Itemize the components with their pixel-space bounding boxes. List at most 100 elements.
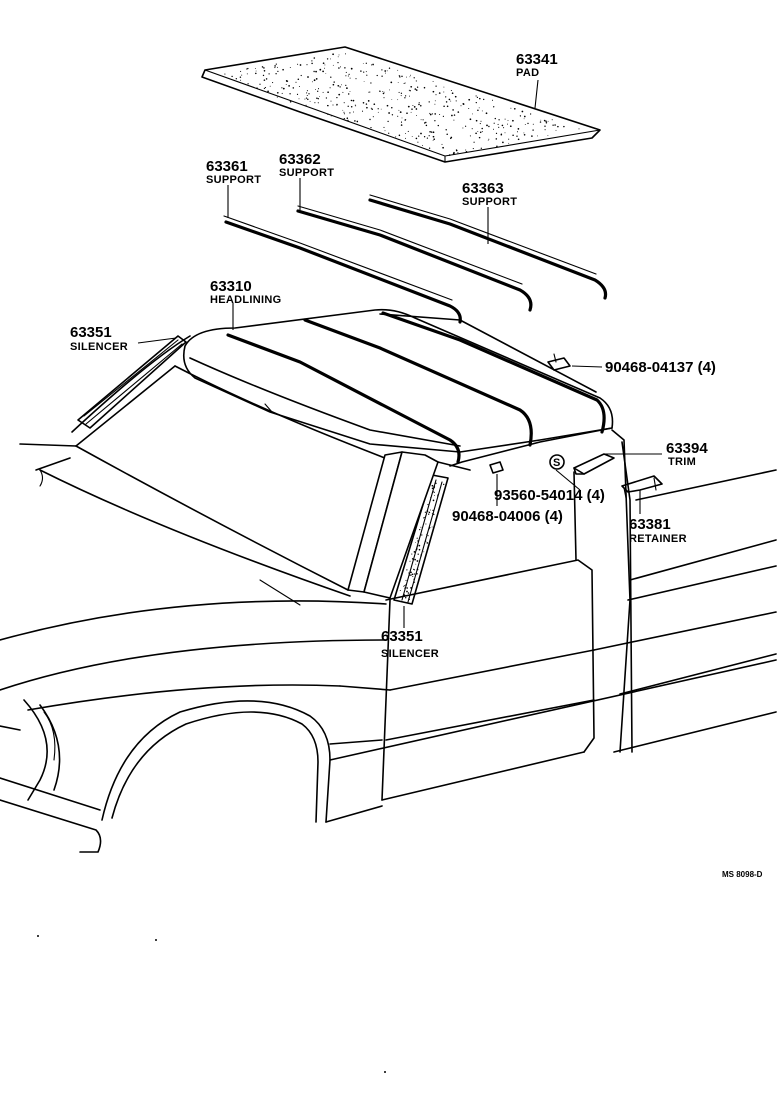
- stipple-dot: [417, 540, 419, 542]
- stipple-dot: [404, 596, 407, 599]
- stipple-dot: [343, 118, 345, 120]
- stipple-dot: [493, 106, 495, 108]
- stipple-dot: [377, 108, 379, 110]
- stipple-dot: [451, 114, 453, 117]
- pad-name: PAD: [516, 67, 539, 79]
- stipple-dot: [289, 67, 291, 68]
- stipple-dot: [370, 107, 372, 109]
- stipple-dot: [431, 526, 433, 528]
- stipple-dot: [385, 72, 386, 74]
- stipple-dot: [409, 95, 410, 97]
- stipple-dot: [327, 105, 328, 106]
- stipple-dot: [400, 92, 403, 94]
- stipple-dot: [426, 137, 429, 139]
- stipple-dot: [311, 81, 313, 83]
- stipple-dot: [347, 93, 350, 95]
- speck-3: [384, 1071, 386, 1073]
- support-right-number: 63363: [462, 180, 504, 197]
- stipple-dot: [512, 119, 514, 122]
- stipple-dot: [418, 548, 421, 551]
- stipple-dot: [382, 92, 385, 95]
- stipple-dot: [472, 148, 474, 150]
- stipple-dot: [427, 504, 429, 506]
- stipple-dot: [523, 115, 526, 118]
- stipple-dot: [544, 129, 546, 131]
- stipple-dot: [433, 513, 435, 516]
- stipple-dot: [428, 101, 430, 103]
- stipple-dot: [305, 104, 307, 106]
- stipple-dot: [408, 89, 410, 91]
- stipple-dot: [304, 98, 306, 100]
- stipple-dot: [365, 71, 367, 73]
- stipple-dot: [428, 147, 431, 149]
- silencer-upper-number: 63351: [70, 324, 112, 341]
- stipple-dot: [413, 569, 415, 571]
- stipple-dot: [460, 105, 462, 107]
- stipple-dot: [414, 558, 416, 561]
- stipple-dot: [464, 125, 467, 127]
- stipple-dot: [428, 513, 430, 515]
- stipple-dot: [429, 113, 432, 116]
- stipple-dot: [369, 91, 371, 93]
- stipple-dot: [350, 105, 353, 108]
- stipple-dot: [365, 103, 368, 105]
- stipple-dot: [532, 129, 534, 131]
- stipple-dot: [413, 106, 416, 108]
- stipple-dot: [346, 87, 348, 89]
- stipple-dot: [403, 82, 405, 85]
- stipple-dot: [409, 596, 410, 598]
- stipple-dot: [500, 133, 503, 135]
- stipple-dot: [255, 72, 257, 75]
- stipple-dot: [339, 86, 341, 88]
- stipple-dot: [517, 128, 520, 130]
- stipple-dot: [342, 109, 344, 111]
- stipple-dot: [274, 65, 276, 67]
- stipple-dot: [345, 75, 347, 77]
- stipple-dot: [446, 105, 449, 108]
- stipple-dot: [413, 573, 416, 575]
- stipple-dot: [369, 118, 371, 121]
- stipple-dot: [416, 560, 419, 562]
- stipple-dot: [240, 79, 242, 81]
- stipple-dot: [263, 87, 266, 90]
- stipple-dot: [397, 69, 399, 71]
- stipple-dot: [322, 70, 324, 73]
- stipple-dot: [349, 77, 351, 79]
- stipple-dot: [437, 494, 439, 496]
- stipple-dot: [309, 100, 311, 102]
- stipple-dot: [275, 63, 277, 65]
- stipple-dot: [481, 131, 483, 133]
- stipple-dot: [376, 74, 378, 77]
- stipple-dot: [435, 85, 437, 87]
- stipple-dot: [424, 511, 427, 513]
- stipple-dot: [495, 138, 498, 140]
- stipple-dot: [338, 54, 340, 56]
- stipple-dot: [411, 135, 413, 137]
- stipple-dot: [423, 86, 426, 89]
- stipple-dot: [352, 99, 355, 102]
- stipple-dot: [410, 586, 412, 589]
- stipple-dot: [315, 88, 316, 90]
- stipple-dot: [491, 99, 494, 101]
- stipple-dot: [551, 119, 553, 121]
- stipple-dot: [240, 70, 242, 72]
- stipple-dot: [347, 105, 349, 107]
- stipple-dot: [343, 113, 345, 115]
- stipple-dot: [415, 80, 417, 82]
- clip-leader: [571, 365, 603, 368]
- stipple-dot: [261, 66, 264, 68]
- stipple-dot: [547, 135, 549, 136]
- headlining-name: HEADLINING: [210, 294, 281, 306]
- stipple-dot: [330, 58, 331, 60]
- stipple-dot: [557, 125, 559, 128]
- stipple-dot: [380, 108, 382, 110]
- stipple-dot: [354, 120, 356, 122]
- stipple-dot: [406, 112, 408, 114]
- stipple-dot: [412, 105, 414, 106]
- stipple-dot: [306, 94, 308, 97]
- stipple-dot: [336, 96, 338, 99]
- stipple-dot: [443, 86, 445, 88]
- stipple-dot: [235, 78, 237, 80]
- stipple-dot: [400, 95, 402, 97]
- trim-name: TRIM: [668, 456, 696, 468]
